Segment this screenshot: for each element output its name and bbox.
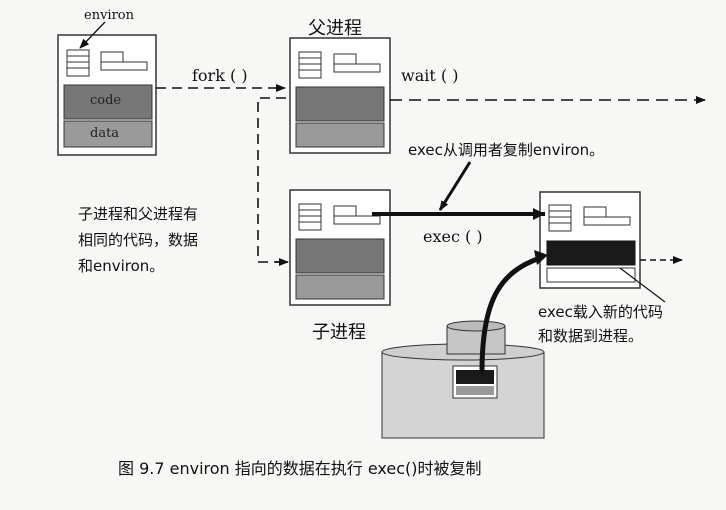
code-label: code (90, 93, 122, 108)
child-same-note: 子进程和父进程有 相同的代码，数据 和environ。 (78, 201, 198, 279)
environ-pointer-arrow (79, 21, 106, 49)
exec-label-pointer (438, 161, 472, 211)
child-process-label: 子进程 (312, 322, 366, 343)
figure-caption: 图 9.7 environ 指向的数据在执行 exec()时被复制 (118, 459, 482, 478)
child-same-line-1: 子进程和父进程有 (78, 205, 199, 223)
process-box-after-exec (539, 191, 641, 289)
exec-loads-line-1: exec载入新的代码 (538, 303, 663, 321)
exec-copies-environ-label: exec从调用者复制environ。 (408, 141, 605, 159)
child-same-line-2: 相同的代码，数据 (78, 231, 199, 249)
parent-process-label: 父进程 (308, 18, 362, 39)
exec-loads-note: exec载入新的代码 和数据到进程。 (538, 300, 663, 348)
load-curve-arrow (479, 255, 541, 373)
program-disk (381, 320, 545, 439)
fork-lines (156, 84, 286, 263)
exec-loads-callout-line (619, 267, 666, 303)
data-label: data (90, 126, 120, 141)
process-box-parent (289, 37, 391, 154)
exec-label: exec ( ) (423, 227, 483, 246)
fork-label: fork ( ) (192, 66, 248, 85)
child-same-line-3: 和environ。 (78, 257, 165, 275)
wait-label: wait ( ) (401, 66, 459, 85)
exec-loads-line-2: 和数据到进程。 (538, 327, 644, 345)
process-box-child (289, 189, 391, 306)
environ-label: environ (84, 8, 134, 23)
process-box-original (57, 34, 157, 156)
